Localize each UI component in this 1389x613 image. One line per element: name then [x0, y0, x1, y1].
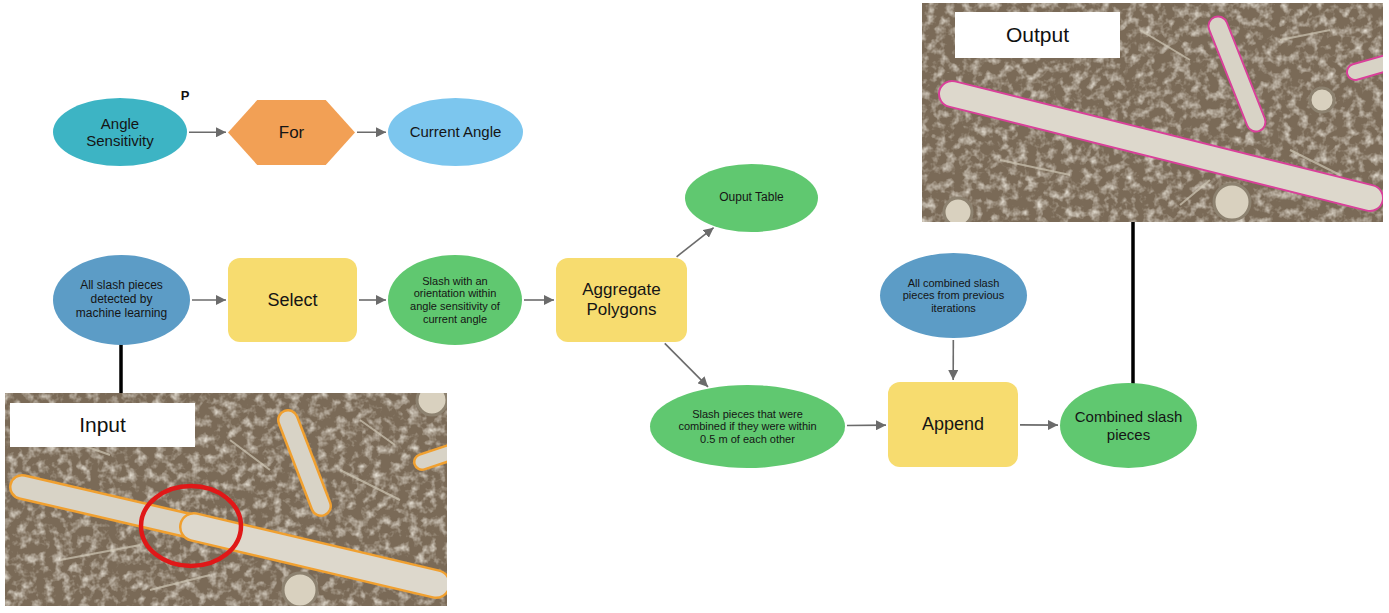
rounded-rect-shape — [228, 258, 357, 342]
process-box: Aggregate Polygons — [556, 258, 687, 342]
flow-arrow — [359, 299, 386, 301]
variable-ellipse: Current Angle — [388, 98, 523, 166]
ellipse-shape — [1060, 383, 1197, 468]
image-label: Input — [10, 403, 195, 447]
text-holder: Current Angle — [402, 123, 510, 140]
node-label: Ouput Table — [719, 191, 784, 205]
input-ellipse: All slash pieces detected by machine lea… — [53, 255, 190, 345]
text-holder: Slash with an orientation within angle s… — [402, 275, 509, 326]
text-holder: Append — [896, 414, 1010, 435]
text-holder: All combined slash pieces from previous … — [895, 277, 1013, 315]
node-label: All slash pieces detected by machine lea… — [67, 279, 177, 320]
highlight-circle — [141, 486, 241, 566]
image-label-text: Output — [1006, 23, 1069, 47]
text-holder: Slash pieces that were combined if they … — [670, 408, 826, 446]
flow-arrow — [677, 228, 714, 257]
ground-texture — [5, 393, 447, 606]
flow-arrow — [357, 131, 386, 133]
node-label: Slash pieces that were combined if they … — [670, 408, 826, 446]
stump — [1214, 184, 1250, 220]
ground-texture — [922, 3, 1383, 222]
slash-outline — [194, 527, 436, 584]
process-box: Append — [888, 382, 1018, 467]
output-ellipse: Slash with an orientation within angle s… — [388, 255, 522, 345]
slash-piece — [1355, 62, 1383, 72]
parameter-marker-text: P — [181, 88, 190, 103]
node-label: Angle Sensitivity — [67, 115, 174, 150]
output-ellipse: Ouput Table — [685, 164, 818, 232]
ellipse-shape — [685, 164, 818, 232]
text-holder: For — [248, 123, 335, 143]
combined-outline — [952, 94, 1370, 198]
node-label: Current Angle — [410, 123, 502, 140]
leader-line — [1131, 218, 1135, 390]
slash-outline — [422, 452, 447, 462]
stump — [944, 198, 972, 222]
flow-arrow — [847, 424, 886, 426]
ground — [5, 393, 447, 606]
input-ellipse: All combined slash pieces from previous … — [880, 253, 1027, 338]
ellipse-shape — [53, 255, 190, 345]
flow-arrow — [952, 340, 954, 380]
flow-arrow — [1020, 424, 1058, 426]
parameter-marker: P — [177, 86, 193, 104]
text-holder: Combined slash pieces — [1074, 408, 1184, 443]
stump — [1310, 88, 1334, 112]
text-holder: All slash pieces detected by machine lea… — [67, 279, 177, 320]
node-label: Select — [267, 290, 317, 311]
node-label: Append — [922, 414, 984, 435]
ellipse-shape — [880, 253, 1027, 338]
combined-outline — [1355, 62, 1383, 72]
iterator-hexagon: For — [228, 100, 355, 165]
slash-piece — [288, 420, 321, 506]
parameter-ellipse: Angle Sensitivity — [53, 98, 187, 166]
ellipse-shape — [53, 98, 187, 166]
node-label: Combined slash pieces — [1074, 408, 1184, 443]
slash-outline — [288, 420, 321, 506]
slash-piece — [422, 452, 447, 462]
text-holder: Select — [236, 290, 349, 311]
ellipse-shape — [650, 385, 845, 468]
output-photo — [922, 3, 1383, 222]
text-holder: Angle Sensitivity — [67, 115, 174, 150]
output-ellipse: Combined slash pieces — [1060, 383, 1197, 468]
flow-arrow — [189, 131, 226, 133]
process-box: Select — [228, 258, 357, 342]
slash-piece — [194, 527, 436, 584]
input-photo — [5, 393, 447, 606]
ground — [922, 3, 1383, 222]
stump — [417, 393, 447, 415]
hexagon-shape — [228, 100, 355, 165]
node-label: Aggregate Polygons — [564, 280, 679, 319]
flow-arrow — [524, 299, 554, 301]
ellipse-shape — [388, 98, 523, 166]
node-label: Slash with an orientation within angle s… — [402, 275, 509, 326]
text-holder: Aggregate Polygons — [564, 280, 679, 319]
rounded-rect-shape — [888, 382, 1018, 467]
rounded-rect-shape — [556, 258, 687, 342]
image-label: Output — [955, 12, 1120, 58]
flow-arrow — [665, 343, 708, 386]
image-label-text: Input — [79, 413, 126, 437]
node-label: All combined slash pieces from previous … — [895, 277, 1013, 315]
slash-piece — [952, 94, 1370, 198]
ellipse-shape — [388, 255, 522, 345]
leader-line — [119, 340, 123, 397]
combined-outline — [1218, 26, 1256, 122]
text-holder: Ouput Table — [699, 191, 805, 205]
stump — [283, 573, 317, 606]
node-label: For — [279, 123, 305, 143]
flow-arrow — [192, 299, 226, 301]
slash-piece — [1218, 26, 1256, 122]
output-ellipse: Slash pieces that were combined if they … — [650, 385, 845, 468]
